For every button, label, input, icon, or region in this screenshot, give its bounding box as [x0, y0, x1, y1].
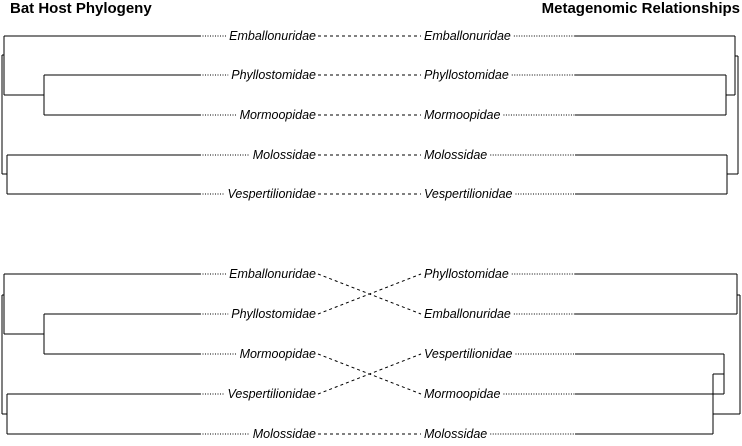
left-tip-label: Molossidae [253, 427, 316, 441]
right-tip-label: Molossidae [424, 148, 487, 162]
association-link [317, 353, 422, 395]
left-tip-label: Vespertilionidae [228, 387, 317, 401]
right-tip-label: Phyllostomidae [424, 68, 509, 82]
right-tree-title: Metagenomic Relationships [541, 0, 740, 17]
right-tip-label: Phyllostomidae [424, 267, 509, 281]
left-tip-label: Phyllostomidae [231, 68, 316, 82]
right-tip-label: Mormoopidae [424, 387, 500, 401]
left-tip-label: Vespertilionidae [228, 187, 317, 201]
right-tip-label: Mormoopidae [424, 108, 500, 122]
right-tip-label: Vespertilionidae [424, 187, 513, 201]
left-tip-label: Mormoopidae [240, 347, 316, 361]
left-tip-label: Emballonuridae [229, 267, 316, 281]
right-tip-label: Emballonuridae [424, 29, 511, 43]
right-tip-label: Emballonuridae [424, 307, 511, 321]
left-tip-label: Molossidae [253, 148, 316, 162]
association-link [317, 273, 422, 315]
left-tip-label: Phyllostomidae [231, 307, 316, 321]
left-tip-label: Emballonuridae [229, 29, 316, 43]
right-tip-label: Molossidae [424, 427, 487, 441]
left-tip-label: Mormoopidae [240, 108, 316, 122]
right-tip-label: Vespertilionidae [424, 347, 513, 361]
left-tree-title: Bat Host Phylogeny [10, 0, 152, 17]
